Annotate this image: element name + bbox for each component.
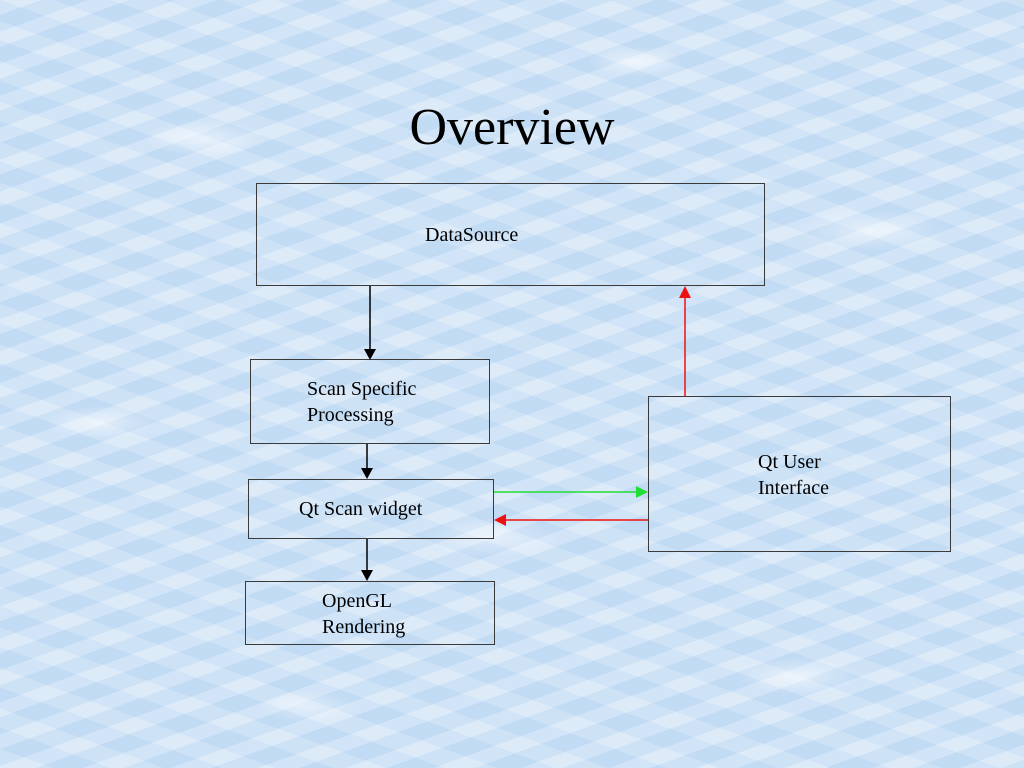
qt-scan-widget-label: Qt Scan widget bbox=[299, 498, 423, 520]
opengl-rendering-label: OpenGL Rendering bbox=[322, 590, 406, 638]
qt-user-interface-box bbox=[648, 396, 951, 552]
slide-title: Overview bbox=[409, 99, 615, 156]
arrowhead-datasource bbox=[679, 286, 691, 298]
arrowhead-qt-user-interface bbox=[636, 486, 648, 498]
arrowhead-qt-scan-widget bbox=[361, 468, 373, 479]
arrowhead-qt-scan-widget-red bbox=[494, 514, 506, 526]
datasource-box bbox=[256, 183, 765, 286]
opengl-rendering-box bbox=[245, 581, 495, 645]
scan-processing-label: Scan Specific Processing bbox=[307, 378, 417, 426]
datasource-label: DataSource bbox=[425, 224, 519, 246]
qt-scan-widget-box bbox=[248, 479, 494, 539]
arrowhead-opengl-rendering bbox=[361, 570, 373, 581]
qt-user-interface-label: Qt User Interface bbox=[758, 451, 830, 499]
